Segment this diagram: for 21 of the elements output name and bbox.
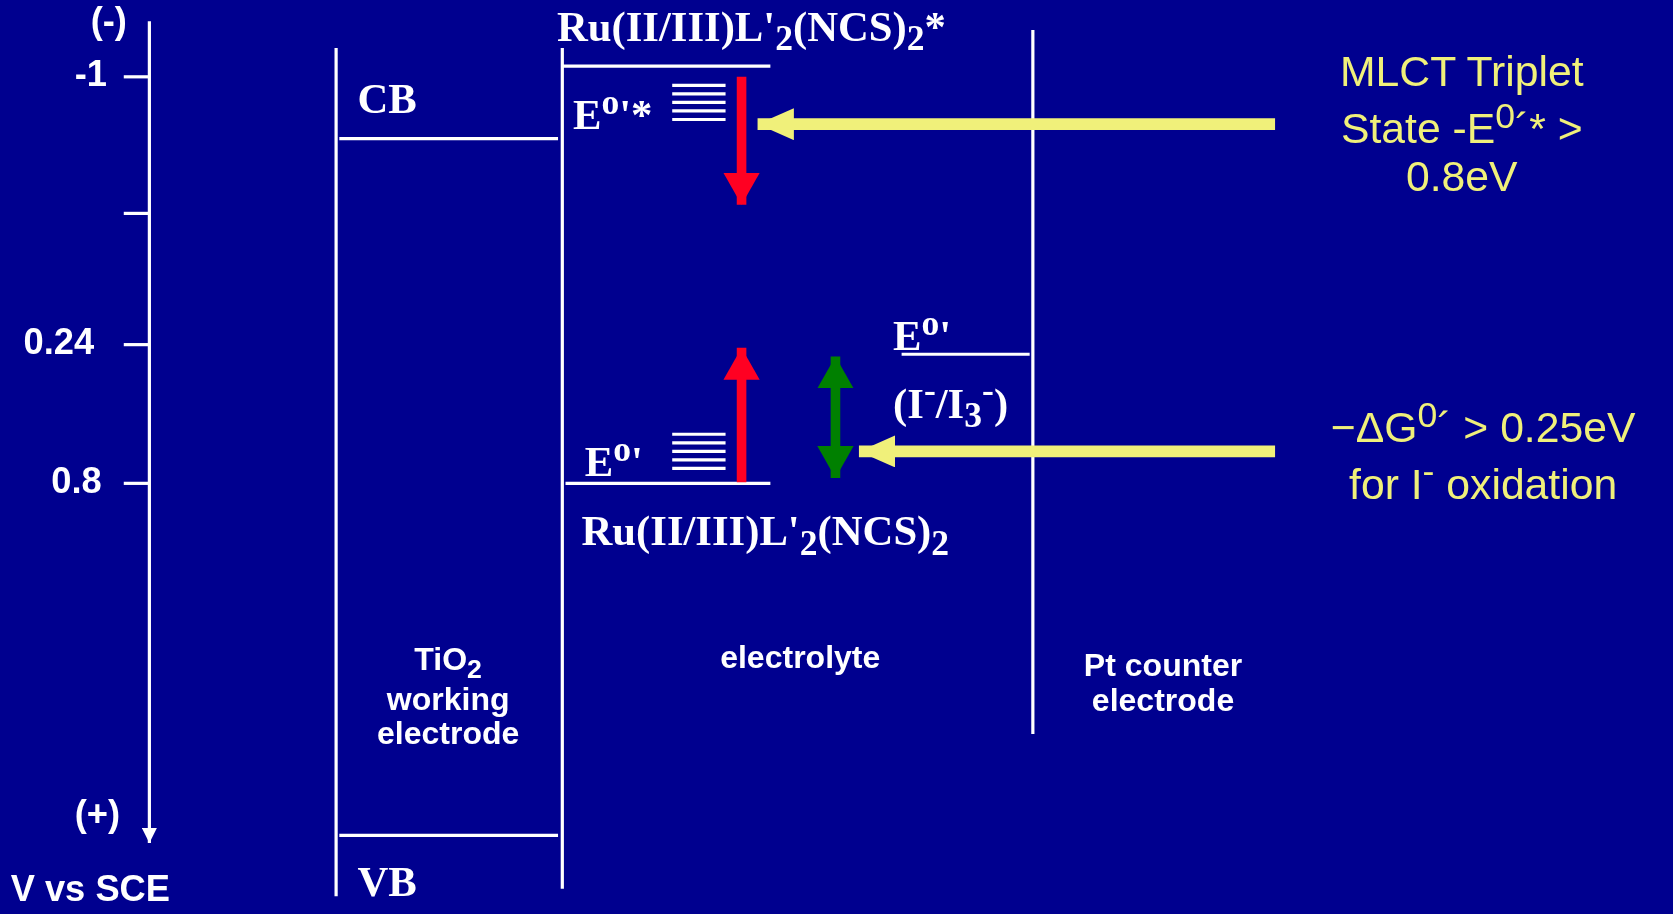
annotation-text: −ΔG$^{0}$´ > 0.25eV for I$^{-}$ oxidation	[1307, 394, 1660, 509]
axis-label: (+)	[74, 794, 121, 833]
tick-label: 0.8	[51, 462, 102, 501]
tick-label: 0.24	[23, 323, 95, 362]
region-label: electrolyte	[719, 640, 882, 674]
band-label: CB	[357, 76, 417, 122]
annotation-text: MLCT Triplet State -E$^{0}$´* > 0.8eV	[1307, 48, 1617, 201]
arrow	[858, 435, 1276, 468]
region-label: Pt counter electrode	[1082, 648, 1244, 716]
band-label: VB	[357, 860, 417, 905]
tick-label: -1	[74, 55, 107, 94]
energy-level-label: E$^{o}$'	[893, 304, 952, 359]
energy-level-label: Ru(II/III)L'$_{2}$(NCS)$_{2}$	[581, 508, 950, 562]
redox-couple-label: (I$^{-}$/I$_{3}$$^{-}$)	[893, 371, 1009, 434]
energy-level-label: E$^{o}$'	[584, 430, 643, 485]
energy-level-label: Ru(II/III)L'$_{2}$(NCS)$_{2}$*	[556, 4, 946, 57]
region-label: TiO$_{2}$ working electrode	[375, 642, 521, 750]
arrow	[757, 108, 1276, 141]
energy-level-label: E$^{o}$'*	[573, 83, 653, 138]
axis-title: V vs SCE	[10, 869, 170, 908]
axis-label: (-)	[90, 2, 127, 41]
